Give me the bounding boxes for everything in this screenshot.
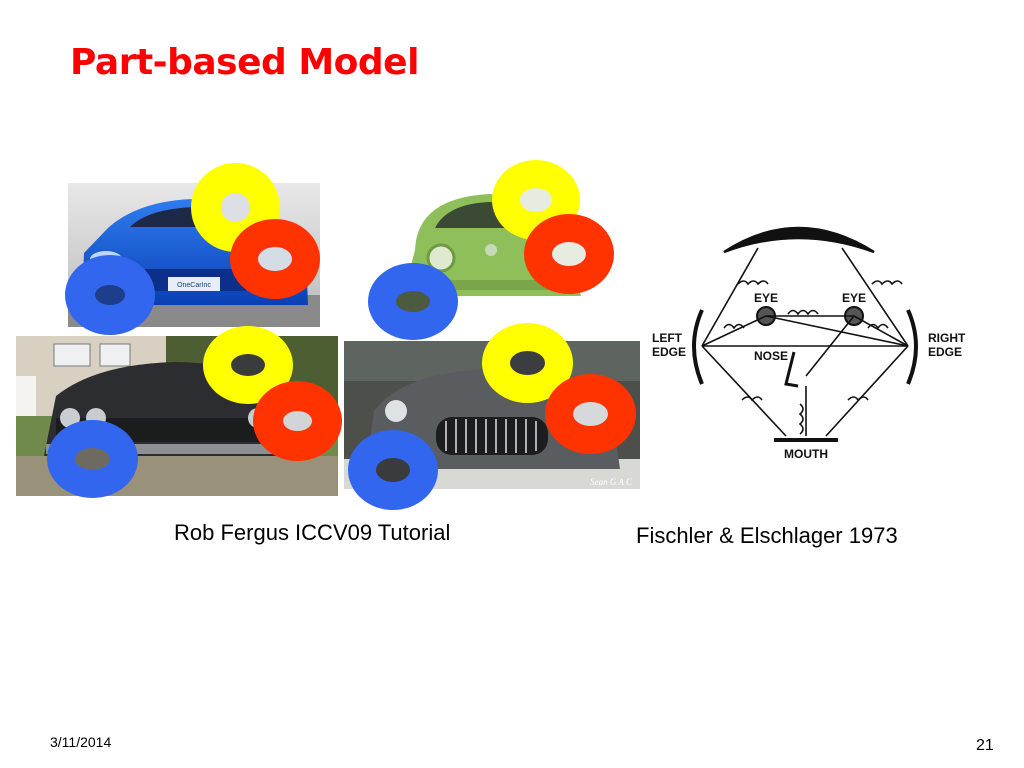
diagram-label-hair: HAIR xyxy=(783,225,813,239)
photo-watermark: Sean G A C xyxy=(590,477,633,487)
slide-page-number: 21 xyxy=(976,737,994,754)
diagram-label-left-edge: LEFT xyxy=(652,331,683,345)
diagram-label-right-edge: EDGE xyxy=(928,345,962,359)
red-part-ring xyxy=(545,374,636,454)
blue-part-ring xyxy=(368,263,458,340)
blue-part-ring xyxy=(348,430,438,510)
diagram-label-nose: NOSE xyxy=(754,349,788,363)
red-part-ring xyxy=(253,381,342,461)
diagram-label-eye-left: EYE xyxy=(754,291,778,305)
diagram-label-left-edge: EDGE xyxy=(652,345,686,359)
slide-title: Part-based Model xyxy=(70,42,419,83)
slide-date: 3/11/2014 xyxy=(50,734,112,750)
red-part-ring xyxy=(230,219,320,299)
blue-part-ring xyxy=(47,420,138,498)
diagram-label-right-edge: RIGHT xyxy=(928,331,966,345)
face-model-diagram: HAIR EYE EYE LEFT EDGE RIGHT EDGE NOSE M… xyxy=(652,225,966,461)
blue-part-ring xyxy=(65,255,155,335)
diagram-label-mouth: MOUTH xyxy=(784,447,828,461)
caption-left: Rob Fergus ICCV09 Tutorial xyxy=(174,520,451,545)
caption-right: Fischler & Elschlager 1973 xyxy=(636,523,898,548)
license-plate-text: OneCarInc xyxy=(177,282,211,289)
red-part-ring xyxy=(524,214,614,294)
diagram-label-eye-right: EYE xyxy=(842,291,866,305)
